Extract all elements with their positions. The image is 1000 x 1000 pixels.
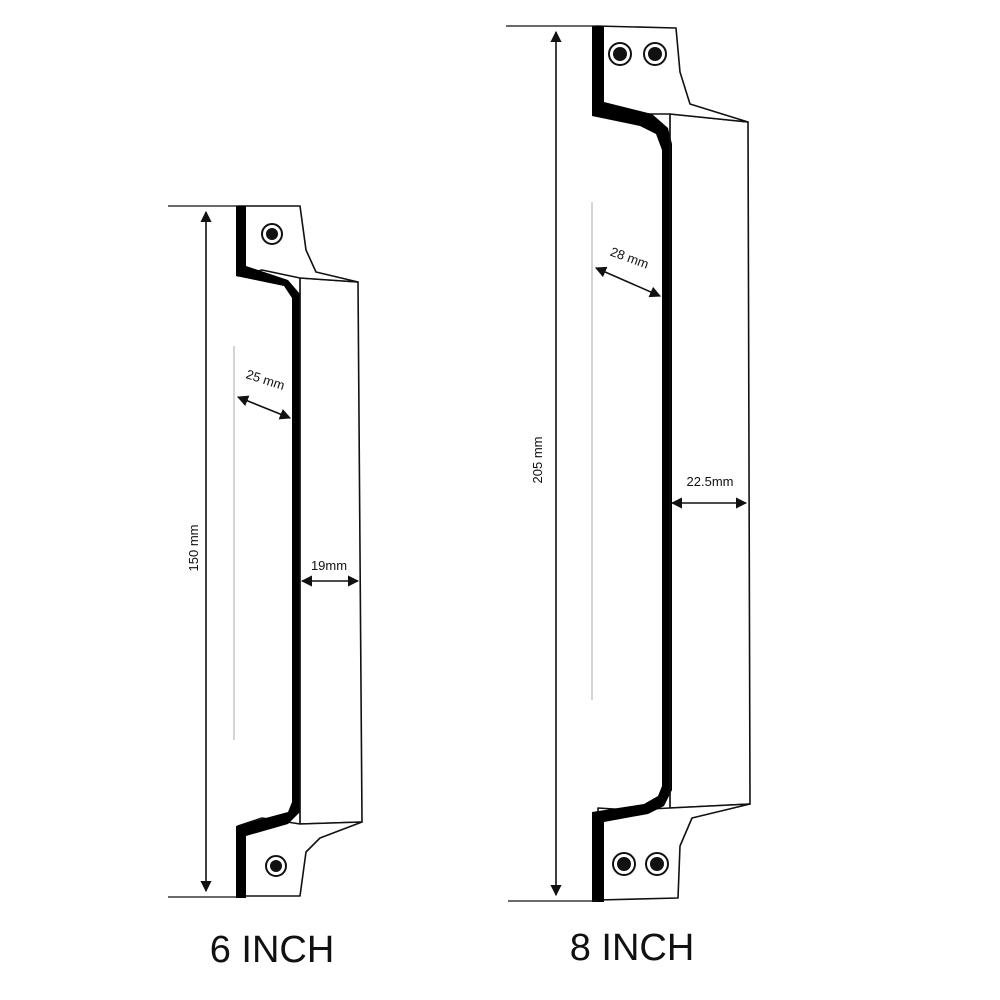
handle-8-depth-label: 28 mm [608, 244, 650, 272]
handle-8-top-left-hole-inner [613, 47, 627, 61]
handle-8-profile [592, 26, 672, 902]
handle-6-bottom-hole-inner [270, 860, 282, 872]
handle-6-inch [233, 205, 363, 898]
handle-6-profile [236, 206, 300, 898]
handle-6-dimensions: 150 mm 25 mm 19mm 6 INCH [168, 205, 360, 971]
handle-6-back-plate [299, 277, 363, 825]
handle-8-inch [591, 25, 751, 902]
handle-8-dimensions: 205 mm 28 mm 22.5mm 8 INCH [506, 25, 748, 969]
handle-8-top-right-hole-inner [648, 47, 662, 61]
handle-8-width-label: 22.5mm [687, 474, 734, 489]
handle-6-length-label: 150 mm [186, 525, 201, 572]
handle-8-back-plate [669, 113, 751, 809]
handle-8-length-label: 205 mm [530, 437, 545, 484]
handle-6-depth-label: 25 mm [244, 366, 286, 393]
handle-8-bottom-left-hole-inner [617, 857, 631, 871]
handle-6-size-label: 6 INCH [210, 929, 335, 971]
handle-8-size-label: 8 INCH [570, 927, 695, 969]
handle-8-bottom-right-hole-inner [650, 857, 664, 871]
handle-6-depth-arrow [236, 395, 292, 420]
handle-6-width-label: 19mm [311, 558, 347, 573]
handle-8-depth-arrow [594, 266, 662, 298]
handle-6-top-hole-inner [266, 228, 278, 240]
